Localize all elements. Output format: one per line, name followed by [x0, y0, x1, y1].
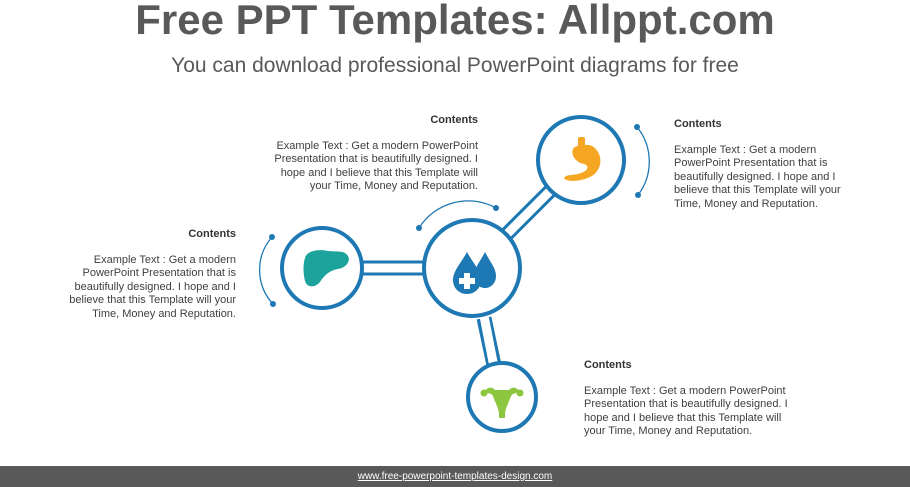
- node-center: [422, 218, 522, 318]
- arc-dots: [269, 124, 641, 307]
- footer-link[interactable]: www.free-powerpoint-templates-design.com: [357, 471, 553, 482]
- block-text: Example Text : Get a modern PowerPoint P…: [274, 139, 478, 193]
- decor-arcs: [259, 126, 650, 305]
- block-heading: Contents: [430, 114, 478, 126]
- connectors: [360, 180, 561, 373]
- text-block-right: Contents Example Text : Get a modern Pow…: [674, 118, 846, 212]
- page-title: Free PPT Templates: Allppt.com: [135, 0, 775, 43]
- uterus-icon: [480, 387, 524, 418]
- block-text: Example Text : Get a modern PowerPoint P…: [69, 253, 236, 320]
- page-subtitle: You can download professional PowerPoint…: [171, 54, 739, 77]
- text-block-top: Contents Example Text : Get a modern Pow…: [262, 114, 478, 194]
- block-heading: Contents: [674, 118, 722, 130]
- block-heading: Contents: [188, 228, 236, 240]
- node-stomach: [536, 115, 626, 205]
- footer-bar: www.free-powerpoint-templates-design.com: [0, 466, 910, 487]
- block-text: Example Text : Get a modern PowerPoint P…: [674, 143, 841, 210]
- liver-icon: [303, 250, 349, 287]
- blood-drops-icon: [453, 252, 496, 294]
- text-block-bottom: Contents Example Text : Get a modern Pow…: [584, 359, 789, 439]
- node-uterus: [466, 361, 538, 433]
- node-liver: [280, 226, 364, 310]
- block-heading: Contents: [584, 359, 632, 371]
- stomach-icon: [564, 137, 601, 181]
- block-text: Example Text : Get a modern PowerPoint P…: [584, 384, 788, 438]
- text-block-left: Contents Example Text : Get a modern Pow…: [68, 228, 236, 322]
